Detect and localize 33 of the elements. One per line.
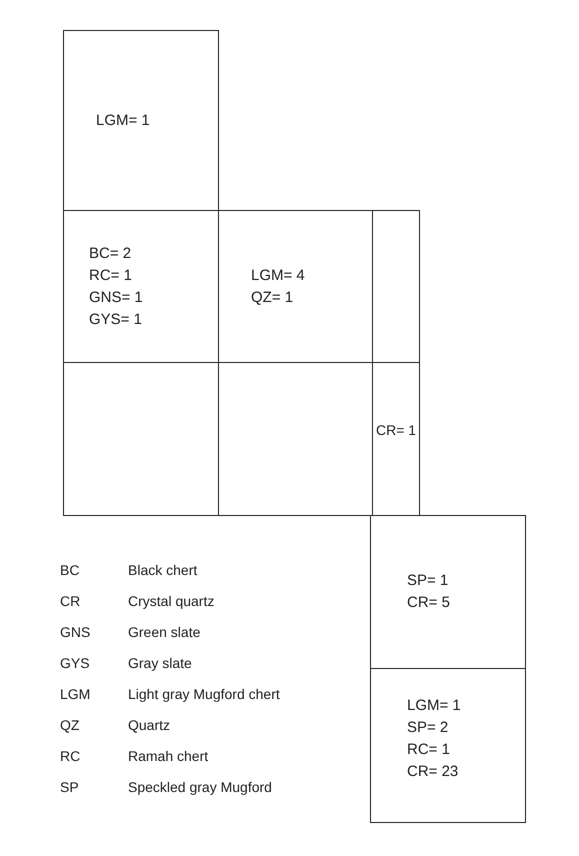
abbreviation-text: GNS (60, 624, 90, 640)
count-text: CR= 5 (407, 593, 450, 613)
count-text: QZ= 1 (251, 288, 294, 308)
description-text: Green slate (128, 624, 200, 640)
count-text: GNS= 1 (89, 288, 143, 308)
description-text: Light gray Mugford chert (128, 686, 280, 702)
count-text: SP= 2 (407, 718, 448, 738)
description-text: Black chert (128, 562, 198, 578)
count-text: LGM= 1 (407, 696, 461, 716)
description-text: Crystal quartz (128, 593, 214, 609)
description-text: Ramah chert (128, 748, 208, 764)
abbreviation-text: RC (60, 748, 80, 764)
count-text: RC= 1 (407, 740, 450, 760)
count-text: RC= 1 (89, 266, 132, 286)
count-text: LGM= 1 (96, 110, 150, 130)
abbreviation-text: CR (60, 593, 80, 609)
count-text: CR= 23 (407, 762, 458, 782)
grid-cell (63, 30, 219, 211)
count-text: LGM= 4 (251, 266, 305, 286)
count-text: SP= 1 (407, 571, 448, 591)
grid-cell (370, 668, 526, 823)
description-text: Quartz (128, 717, 170, 733)
abbreviation-text: QZ (60, 717, 80, 733)
abbreviation-text: GYS (60, 655, 90, 671)
description-text: Gray slate (128, 655, 192, 671)
count-text: GYS= 1 (89, 310, 142, 330)
description-text: Speckled gray Mugford (128, 779, 272, 795)
count-text: BC= 2 (89, 244, 132, 264)
abbreviation-text: LGM (60, 686, 90, 702)
abbreviation-text: BC (60, 562, 80, 578)
count-text: CR= 1 (376, 421, 416, 440)
abbreviation-text: SP (60, 779, 79, 795)
grid-cell (370, 515, 526, 669)
